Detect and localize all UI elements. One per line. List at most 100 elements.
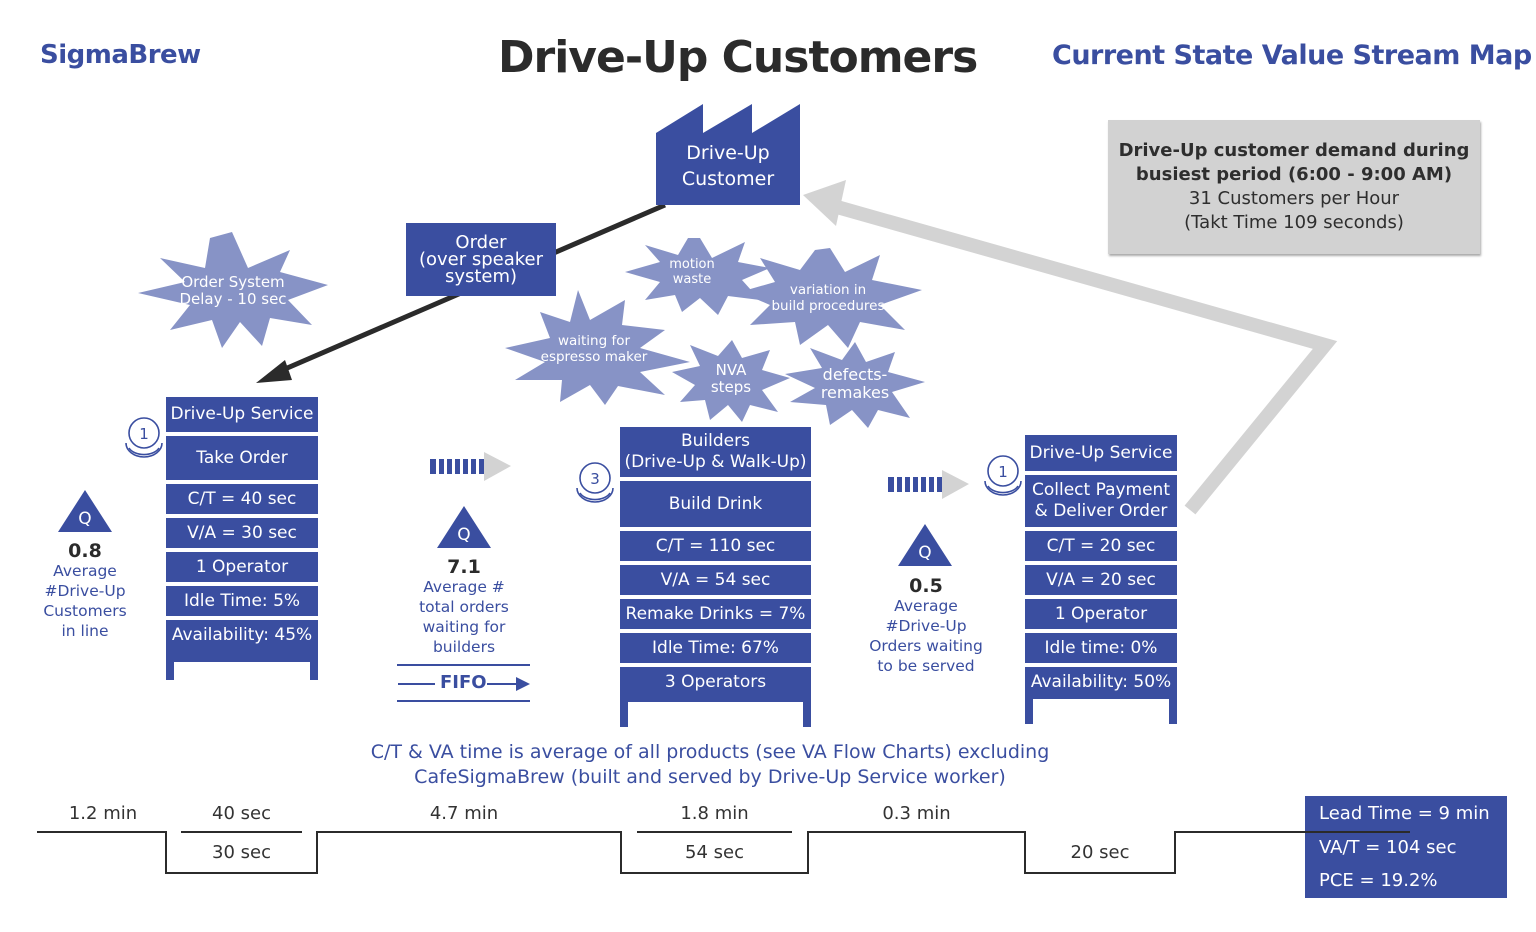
- process-metric-va: V/A = 30 sec: [166, 518, 318, 548]
- burst-text: NVA: [715, 361, 747, 379]
- customer-label: Drive-Up Customer: [656, 140, 800, 192]
- summary-box: Lead Time = 9 min VA/T = 104 sec PCE = 1…: [1305, 796, 1507, 898]
- kaizen-burst-label-motion: motion waste: [652, 257, 732, 288]
- order-info-line1: Order: [455, 232, 507, 253]
- queue-icon-label-3: Q: [918, 543, 931, 563]
- burst-text: Delay - 10 sec: [179, 290, 287, 309]
- push-arrow-2: [888, 470, 969, 499]
- kaizen-burst-label-waiting: waiting for espresso maker: [534, 333, 654, 365]
- demand-line-2: busiest period (6:00 - 9:00 AM): [1135, 164, 1453, 185]
- process-footer: Availability: 50%: [1025, 667, 1177, 724]
- queue-desc-line: builders: [432, 638, 496, 656]
- info-flow-arrowhead: [803, 180, 846, 226]
- queue-desc-line: Average: [894, 597, 958, 615]
- process-box-collect-payment: Drive-Up Service Collect Payment & Deliv…: [1025, 435, 1177, 724]
- timeline-wait-1: 1.2 min: [68, 803, 138, 824]
- process-metric-ct: C/T = 110 sec: [620, 531, 811, 561]
- map-subtitle: Current State Value Stream Map: [1052, 40, 1532, 71]
- process-name: Build Drink: [620, 481, 811, 527]
- kaizen-burst-label-variation: variation in build procedures: [762, 282, 894, 314]
- customer-label-line1: Drive-Up: [686, 142, 770, 164]
- kaizen-burst-motion-waste: [625, 238, 770, 315]
- operator-icon-3: [576, 462, 614, 503]
- push-arrow-1: [430, 452, 511, 481]
- process-metric-ct: C/T = 40 sec: [166, 484, 318, 514]
- kaizen-burst-defects: [785, 342, 925, 428]
- process-metric-ct: C/T = 20 sec: [1025, 531, 1177, 561]
- kaizen-burst-waiting-espresso: [505, 290, 690, 405]
- timeline-ct-2: 1.8 min: [680, 803, 749, 824]
- burst-text: Order System: [181, 273, 285, 291]
- factory-icon: [656, 104, 800, 205]
- queue-value: 7.1: [447, 556, 481, 578]
- burst-text: waste: [672, 271, 712, 287]
- process-footer: 3 Operators: [620, 667, 811, 727]
- process-header: Builders (Drive-Up & Walk-Up): [620, 427, 811, 477]
- burst-text: remakes: [820, 383, 890, 403]
- timeline-wait-2: 4.7 min: [429, 803, 499, 824]
- process-name-line1: Collect Payment: [1031, 480, 1171, 500]
- queue-triangle-1: [58, 490, 112, 532]
- process-metric-idle: Idle Time: 67%: [620, 633, 811, 663]
- process-metric-idle: Idle time: 0%: [1025, 633, 1177, 663]
- process-header-line2: (Drive-Up & Walk-Up): [624, 452, 807, 472]
- process-header-line1: Builders: [681, 431, 750, 451]
- queue-desc-line: Average: [53, 562, 117, 580]
- timeline-line: [37, 831, 1410, 874]
- process-box-build-drink: Builders (Drive-Up & Walk-Up) Build Drin…: [620, 427, 811, 727]
- queue-value: 0.8: [68, 540, 102, 562]
- burst-text: waiting for: [557, 333, 631, 349]
- queue-desc-line: #Drive-Up: [885, 617, 967, 635]
- process-footer-gap: [1033, 699, 1169, 724]
- kaizen-burst-order-system: [138, 232, 328, 348]
- burst-text: steps: [710, 378, 752, 397]
- timeline-va-3: 20 sec: [1070, 842, 1130, 863]
- burst-text: espresso maker: [540, 348, 648, 365]
- fifo-arrowhead: [516, 677, 530, 691]
- footnote-line2: CafeSigmaBrew (built and served by Drive…: [414, 766, 1006, 788]
- page-title: Drive-Up Customers: [498, 32, 978, 83]
- queue-info-1: 0.8 Average #Drive-Up Customers in line: [25, 541, 145, 641]
- order-info-line3: system): [444, 266, 518, 287]
- queue-icon-label-2: Q: [457, 525, 470, 545]
- demand-line-1: Drive-Up customer demand during: [1118, 140, 1470, 161]
- demand-rate: 31 Customers per Hour: [1188, 188, 1400, 209]
- operator-icon-1b: [984, 455, 1022, 496]
- queue-triangle-2: [437, 506, 491, 548]
- process-name: Collect Payment & Deliver Order: [1025, 475, 1177, 527]
- lead-time: Lead Time = 9 min: [1319, 803, 1490, 824]
- order-info-line2: (over speaker: [418, 249, 544, 270]
- timeline-va-2: 54 sec: [685, 842, 744, 863]
- operator-icon-1: [125, 417, 163, 458]
- queue-triangle-3: [898, 524, 952, 566]
- queue-info-3: 0.5 Average #Drive-Up Orders waiting to …: [856, 576, 996, 676]
- queue-desc-line: total orders: [419, 598, 509, 616]
- process-footer: Availability: 45%: [166, 620, 318, 680]
- kaizen-burst-label-defects: defects- remakes: [812, 365, 898, 403]
- brand-logo-text: SigmaBrew: [40, 40, 201, 70]
- kaizen-burst-variation: [740, 248, 922, 348]
- footnote-line1: C/T & VA time is average of all products…: [370, 741, 1050, 763]
- operator-count-2: 3: [590, 470, 600, 488]
- operator-count-3: 1: [998, 463, 1008, 481]
- timeline-wait-3: 0.3 min: [882, 803, 951, 824]
- queue-desc-line: Orders waiting: [869, 637, 983, 655]
- kaizen-burst-label-nva: NVA steps: [700, 361, 762, 397]
- burst-text: motion: [669, 257, 715, 272]
- process-metric-remake: Remake Drinks = 7%: [620, 599, 811, 629]
- footnote: C/T & VA time is average of all products…: [330, 740, 1090, 790]
- process-name-line2: & Deliver Order: [1034, 501, 1168, 521]
- queue-desc-line: Average #: [423, 578, 505, 596]
- timeline-ct-1: 40 sec: [212, 803, 271, 824]
- timeline-va-1: 30 sec: [212, 842, 271, 863]
- process-metric-va: V/A = 20 sec: [1025, 565, 1177, 595]
- queue-value: 0.5: [909, 575, 943, 597]
- process-availability: Availability: 45%: [166, 620, 318, 650]
- queue-desc-line: #Drive-Up: [44, 582, 126, 600]
- fifo-label: FIFO: [440, 672, 487, 693]
- customer-label-line2: Customer: [681, 168, 775, 190]
- info-flow-arrow-return: [828, 198, 1338, 515]
- queue-desc-line: in line: [61, 622, 109, 640]
- order-flow-arrowhead: [256, 360, 292, 383]
